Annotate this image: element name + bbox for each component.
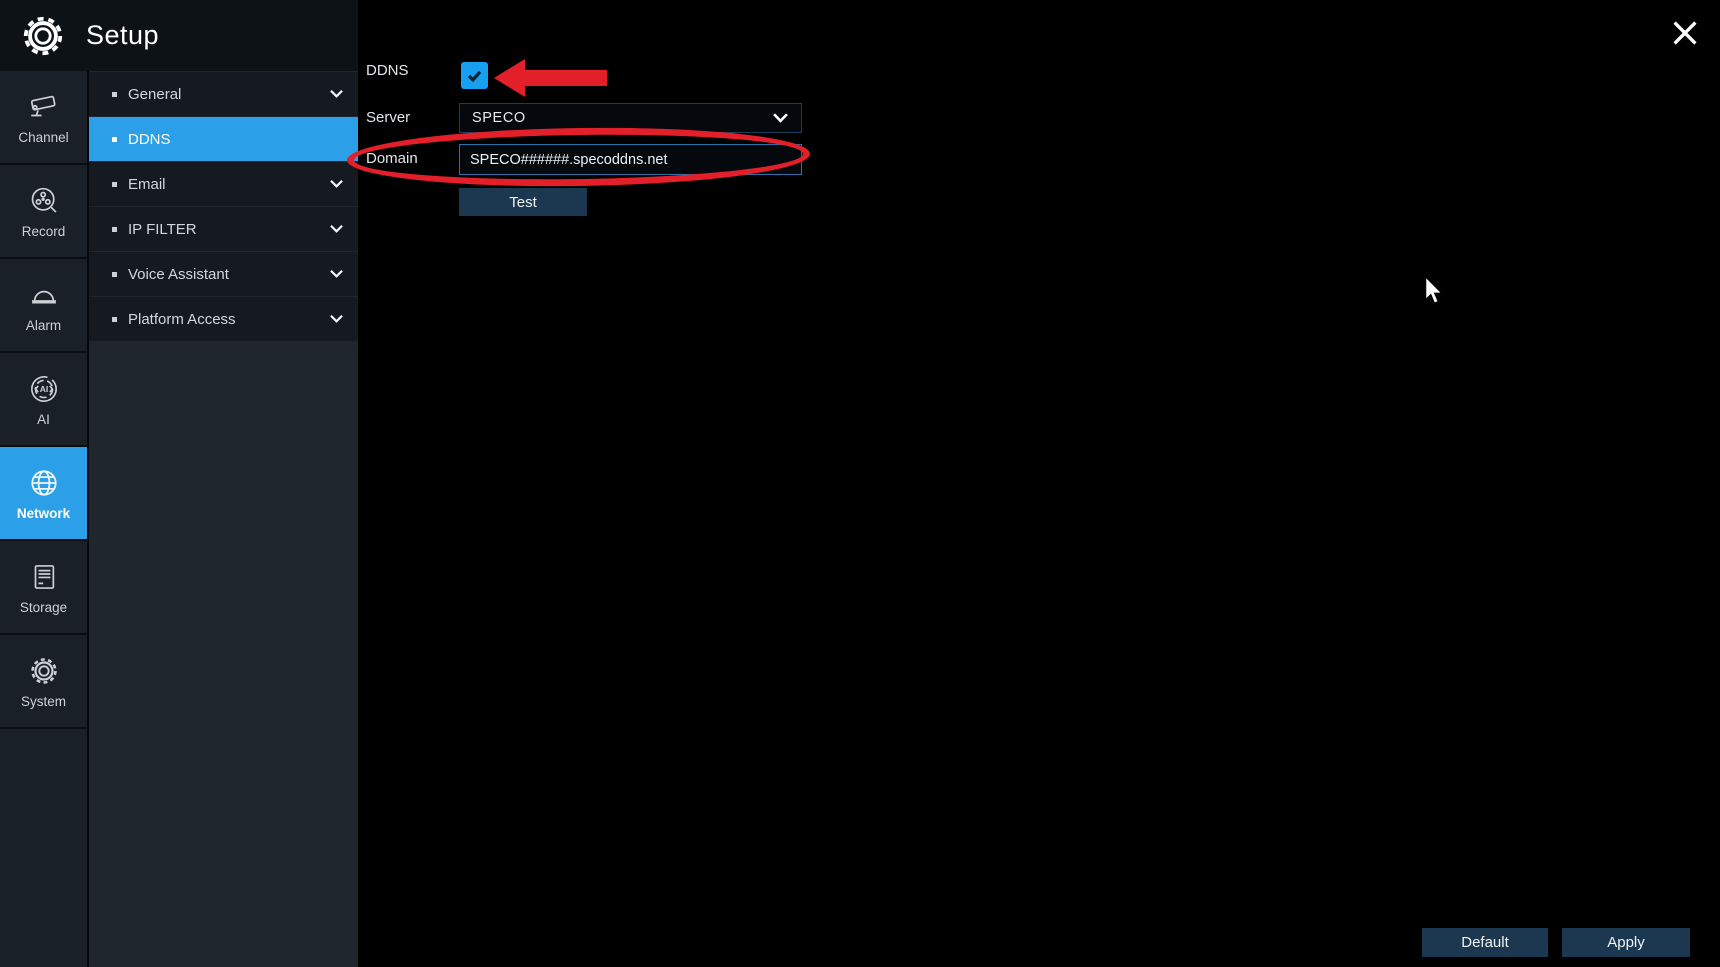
sidebar-item-label: Alarm (25, 318, 62, 333)
sidebar-item-label: Record (21, 224, 66, 239)
menu-item-label: Email (128, 175, 166, 193)
menu-item-label: General (128, 85, 182, 103)
sidebar-item-label: System (20, 694, 66, 709)
ddns-label: DDNS (366, 62, 409, 79)
sidebar-item-storage[interactable]: Storage (0, 541, 87, 635)
setup-header: Setup (0, 0, 358, 71)
chevron-down-icon (330, 224, 343, 234)
chevron-down-icon (330, 314, 343, 324)
bullet-icon (112, 316, 117, 322)
menu-item-platform-access[interactable]: Platform Access (89, 297, 358, 341)
film-reel-icon (26, 183, 62, 219)
server-select[interactable]: SPECO (459, 103, 802, 133)
bullet-icon (112, 226, 117, 232)
bullet-icon (112, 271, 117, 277)
ddns-checkbox[interactable] (461, 62, 488, 89)
sidebar-item-record[interactable]: Record (0, 165, 87, 259)
globe-icon (26, 465, 62, 501)
sidebar-item-system[interactable]: System (0, 635, 87, 729)
server-select-value: SPECO (472, 110, 526, 126)
test-button[interactable]: Test (459, 188, 587, 216)
menu-item-label: Voice Assistant (128, 265, 229, 283)
sidebar-item-ai[interactable]: AI AI (0, 353, 87, 447)
page-title: Setup (86, 20, 160, 50)
apply-button[interactable]: Apply (1562, 928, 1690, 957)
sidebar-item-channel[interactable]: Channel (0, 71, 87, 165)
sidebar-item-label: Storage (19, 600, 68, 615)
camera-icon (26, 89, 62, 125)
red-circle-annotation (346, 124, 811, 190)
chevron-down-icon (330, 89, 343, 99)
default-button[interactable]: Default (1422, 928, 1548, 957)
bullet-icon (112, 91, 117, 97)
sidebar-item-alarm[interactable]: Alarm (0, 259, 87, 353)
menu-item-label: DDNS (128, 130, 171, 148)
gear-icon (20, 13, 66, 59)
gear-icon (26, 653, 62, 689)
domain-input[interactable] (459, 144, 802, 175)
menu-item-ddns[interactable]: DDNS (89, 117, 358, 161)
sidebar-item-label: Channel (18, 130, 69, 145)
domain-label: Domain (366, 150, 418, 167)
ai-icon: AI (26, 371, 62, 407)
menu-item-label: IP FILTER (128, 220, 197, 238)
chevron-down-icon (773, 113, 788, 123)
sidebar-item-label: Network (16, 506, 71, 521)
bullet-icon (112, 181, 117, 187)
server-label: Server (366, 109, 411, 126)
menu-item-voice-assistant[interactable]: Voice Assistant (89, 252, 358, 296)
siren-icon (26, 277, 62, 313)
menu-item-label: Platform Access (128, 310, 236, 328)
menu-item-general[interactable]: General (89, 72, 358, 116)
sidebar-item-network[interactable]: Network (0, 447, 87, 541)
svg-text:AI: AI (39, 384, 48, 394)
red-arrow-annotation (494, 58, 607, 98)
menu-item-ip-filter[interactable]: IP FILTER (89, 207, 358, 251)
server-icon (26, 559, 62, 595)
chevron-down-icon (330, 179, 343, 189)
close-icon[interactable] (1662, 10, 1708, 56)
bullet-icon (112, 136, 117, 142)
chevron-down-icon (330, 269, 343, 279)
sidebar-item-label: AI (37, 412, 50, 427)
menu-item-email[interactable]: Email (89, 162, 358, 206)
mouse-cursor (1424, 275, 1444, 306)
